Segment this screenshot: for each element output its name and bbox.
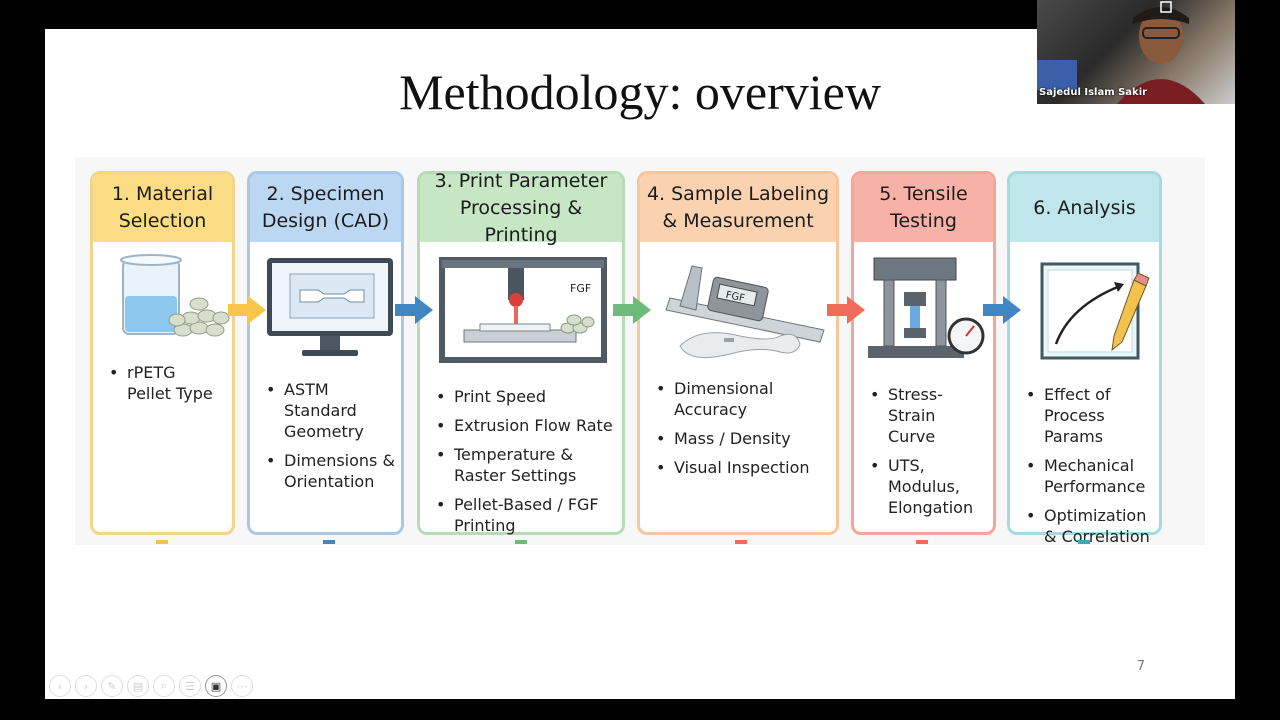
slides-icon[interactable]: ▤ <box>127 675 149 697</box>
step-tick <box>323 540 335 544</box>
step-title: 6. Analysis <box>1010 174 1159 242</box>
printer-label: FGF <box>570 282 591 295</box>
step-title: 2. Specimen Design (CAD) <box>250 174 401 242</box>
presentation-slide: Methodology: overview 1. Material Select… <box>45 29 1235 699</box>
arrow-right-icon <box>613 296 651 324</box>
step-tick <box>1078 540 1090 544</box>
participant-name: Sajedul Islam Sakir <box>1039 87 1148 98</box>
step-title: 1. Material Selection <box>93 174 232 242</box>
caliper-icon: FGF <box>640 246 836 366</box>
fgf-printer-icon: FGF <box>420 246 622 366</box>
list-item: Extrusion Flow Rate <box>434 415 616 436</box>
step-specimen-design: 2. Specimen Design (CAD) ASTM Standard G… <box>247 171 404 535</box>
presentation-toolbar: ‹ › ✎ ▤ ⌕ ☰ ▣ ⋯ <box>49 675 253 697</box>
step-print-processing: 3. Print Parameter Processing & Printing… <box>417 170 625 536</box>
step-material-selection: 1. Material Selection rPETG Pellet Type <box>90 171 235 535</box>
step-tick <box>735 540 747 544</box>
participant-video <box>1037 1 1205 104</box>
menu-icon[interactable]: ☰ <box>179 675 201 697</box>
cad-monitor-icon <box>250 246 401 366</box>
page-number: 7 <box>1136 659 1145 674</box>
step-tick <box>156 540 168 544</box>
list-item: ASTM Standard Geometry <box>264 379 395 442</box>
slide-title: Methodology: overview <box>399 64 881 120</box>
more-icon[interactable]: ⋯ <box>231 675 253 697</box>
step-title: 5. Tensile Testing <box>854 174 993 242</box>
arrow-right-icon <box>395 296 433 324</box>
step-tick <box>916 540 928 544</box>
webcam-thumbnail[interactable]: Sajedul Islam Sakir <box>1037 0 1235 104</box>
list-item: Effect of Process Params <box>1024 384 1153 447</box>
list-item: rPETG Pellet Type <box>107 362 226 404</box>
step-tensile-testing: 5. Tensile Testing Stress-Strain Curve U… <box>851 171 996 535</box>
step-title: 4. Sample Labeling & Measurement <box>640 174 836 242</box>
list-item: Mass / Density <box>654 428 830 449</box>
tensile-machine-icon <box>854 246 993 366</box>
arrow-right-icon <box>983 296 1021 324</box>
list-item: UTS, Modulus, Elongation <box>868 455 987 518</box>
zoom-icon[interactable]: ⌕ <box>153 675 175 697</box>
step-analysis: 6. Analysis Effect of Process Params Mec… <box>1007 171 1162 546</box>
pen-icon[interactable]: ✎ <box>101 675 123 697</box>
list-item: Pellet-Based / FGF Printing <box>434 494 616 536</box>
prev-icon[interactable]: ‹ <box>49 675 71 697</box>
list-item: Mechanical Performance <box>1024 455 1153 497</box>
chart-pencil-icon <box>1010 246 1159 366</box>
list-item: Dimensions & Orientation <box>264 450 395 492</box>
list-item: Print Speed <box>434 386 616 407</box>
arrow-right-icon <box>827 296 865 324</box>
arrow-right-icon <box>228 296 266 324</box>
list-item: Dimensional Accuracy <box>654 378 830 420</box>
list-item: Temperature & Raster Settings <box>434 444 616 486</box>
list-item: Visual Inspection <box>654 457 830 478</box>
camera-icon[interactable]: ▣ <box>205 675 227 697</box>
list-item: Stress-Strain Curve <box>868 384 987 447</box>
step-tick <box>515 540 527 544</box>
next-icon[interactable]: › <box>75 675 97 697</box>
beaker-pellets-icon <box>93 246 232 366</box>
step-sample-labeling: 4. Sample Labeling & Measurement FGF Dim… <box>637 171 839 535</box>
step-title: 3. Print Parameter Processing & Printing <box>420 170 622 246</box>
caliper-label: FGF <box>725 290 746 305</box>
